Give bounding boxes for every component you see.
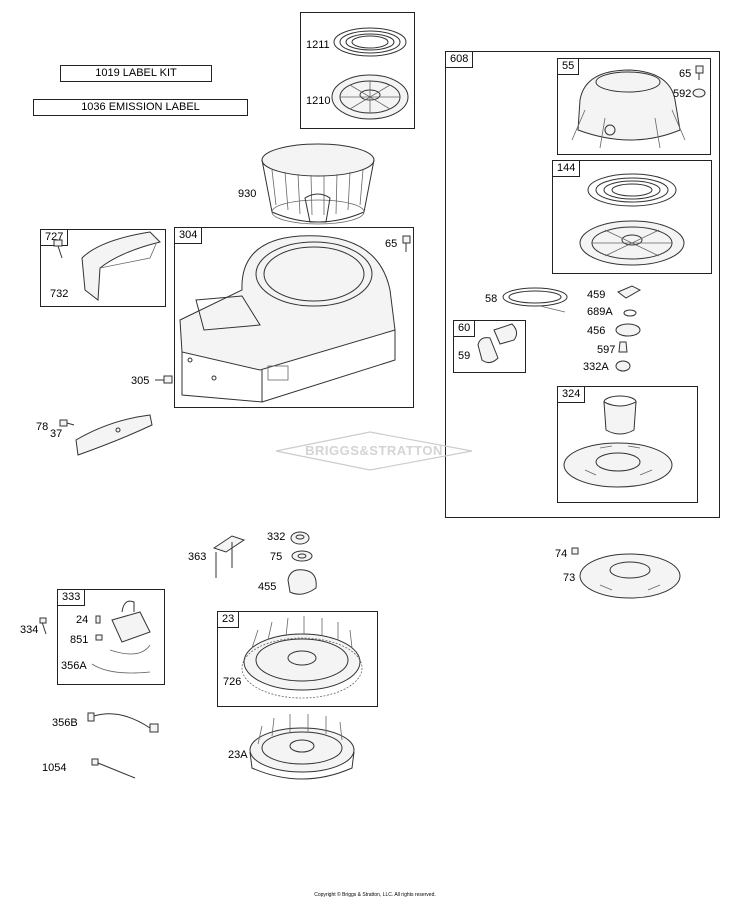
ignition-armature-box <box>57 589 165 685</box>
box-304-tag: 304 <box>175 228 203 244</box>
part-930: 930 <box>238 188 257 200</box>
part-1054: 1054 <box>42 762 67 774</box>
part-732: 732 <box>50 288 69 300</box>
spring-pulley-box <box>300 12 415 129</box>
box-144-tag: 144 <box>553 161 581 177</box>
flywheel-box <box>217 611 378 707</box>
box-608-tag: 608 <box>446 52 474 68</box>
starter-housing-box <box>557 58 711 155</box>
part-305: 305 <box>131 375 150 387</box>
label-kit-box: 1019 LABEL KIT <box>60 65 212 82</box>
handle-box <box>453 320 526 373</box>
part-75: 75 <box>270 551 283 563</box>
box-60-tag: 60 <box>454 321 476 337</box>
part-1210: 1210 <box>306 95 331 107</box>
part-65-housing: 65 <box>385 238 398 250</box>
part-1211: 1211 <box>306 39 330 51</box>
emission-label-box: 1036 EMISSION LABEL <box>33 99 248 116</box>
part-356a: 356A <box>61 660 87 672</box>
part-334: 334 <box>20 624 39 636</box>
part-459: 459 <box>587 289 606 301</box>
part-65-top: 65 <box>679 68 692 80</box>
rewind-starter-box <box>445 51 720 518</box>
part-74: 74 <box>555 548 568 560</box>
part-597: 597 <box>597 344 616 356</box>
part-726: 726 <box>223 676 242 688</box>
box-333-tag: 333 <box>58 590 86 606</box>
box-23-tag: 23 <box>218 612 240 628</box>
part-592: 592 <box>673 88 692 100</box>
watermark-text: BRIGGS&STRATTON <box>305 443 443 458</box>
part-851: 851 <box>70 634 89 646</box>
part-78: 78 <box>36 421 49 433</box>
part-363: 363 <box>188 551 207 563</box>
part-356b: 356B <box>52 717 78 729</box>
blower-housing-box <box>174 227 414 408</box>
part-332: 332 <box>267 531 286 543</box>
part-58: 58 <box>485 293 498 305</box>
cup-screen-box <box>557 386 698 503</box>
part-24: 24 <box>76 614 89 626</box>
part-23a: 23A <box>228 749 248 761</box>
part-37: 37 <box>50 428 63 440</box>
part-332a: 332A <box>583 361 609 373</box>
part-73: 73 <box>563 572 576 584</box>
copyright-notice: Copyright © Briggs & Stratton, LLC. All … <box>314 892 436 898</box>
part-689a: 689A <box>587 306 613 318</box>
part-456: 456 <box>587 325 606 337</box>
part-59: 59 <box>458 350 471 362</box>
rewind-assembly-box <box>552 160 712 274</box>
part-455: 455 <box>258 581 277 593</box>
box-55-tag: 55 <box>558 59 580 75</box>
baffle-box <box>40 229 166 307</box>
box-324-tag: 324 <box>558 387 586 403</box>
